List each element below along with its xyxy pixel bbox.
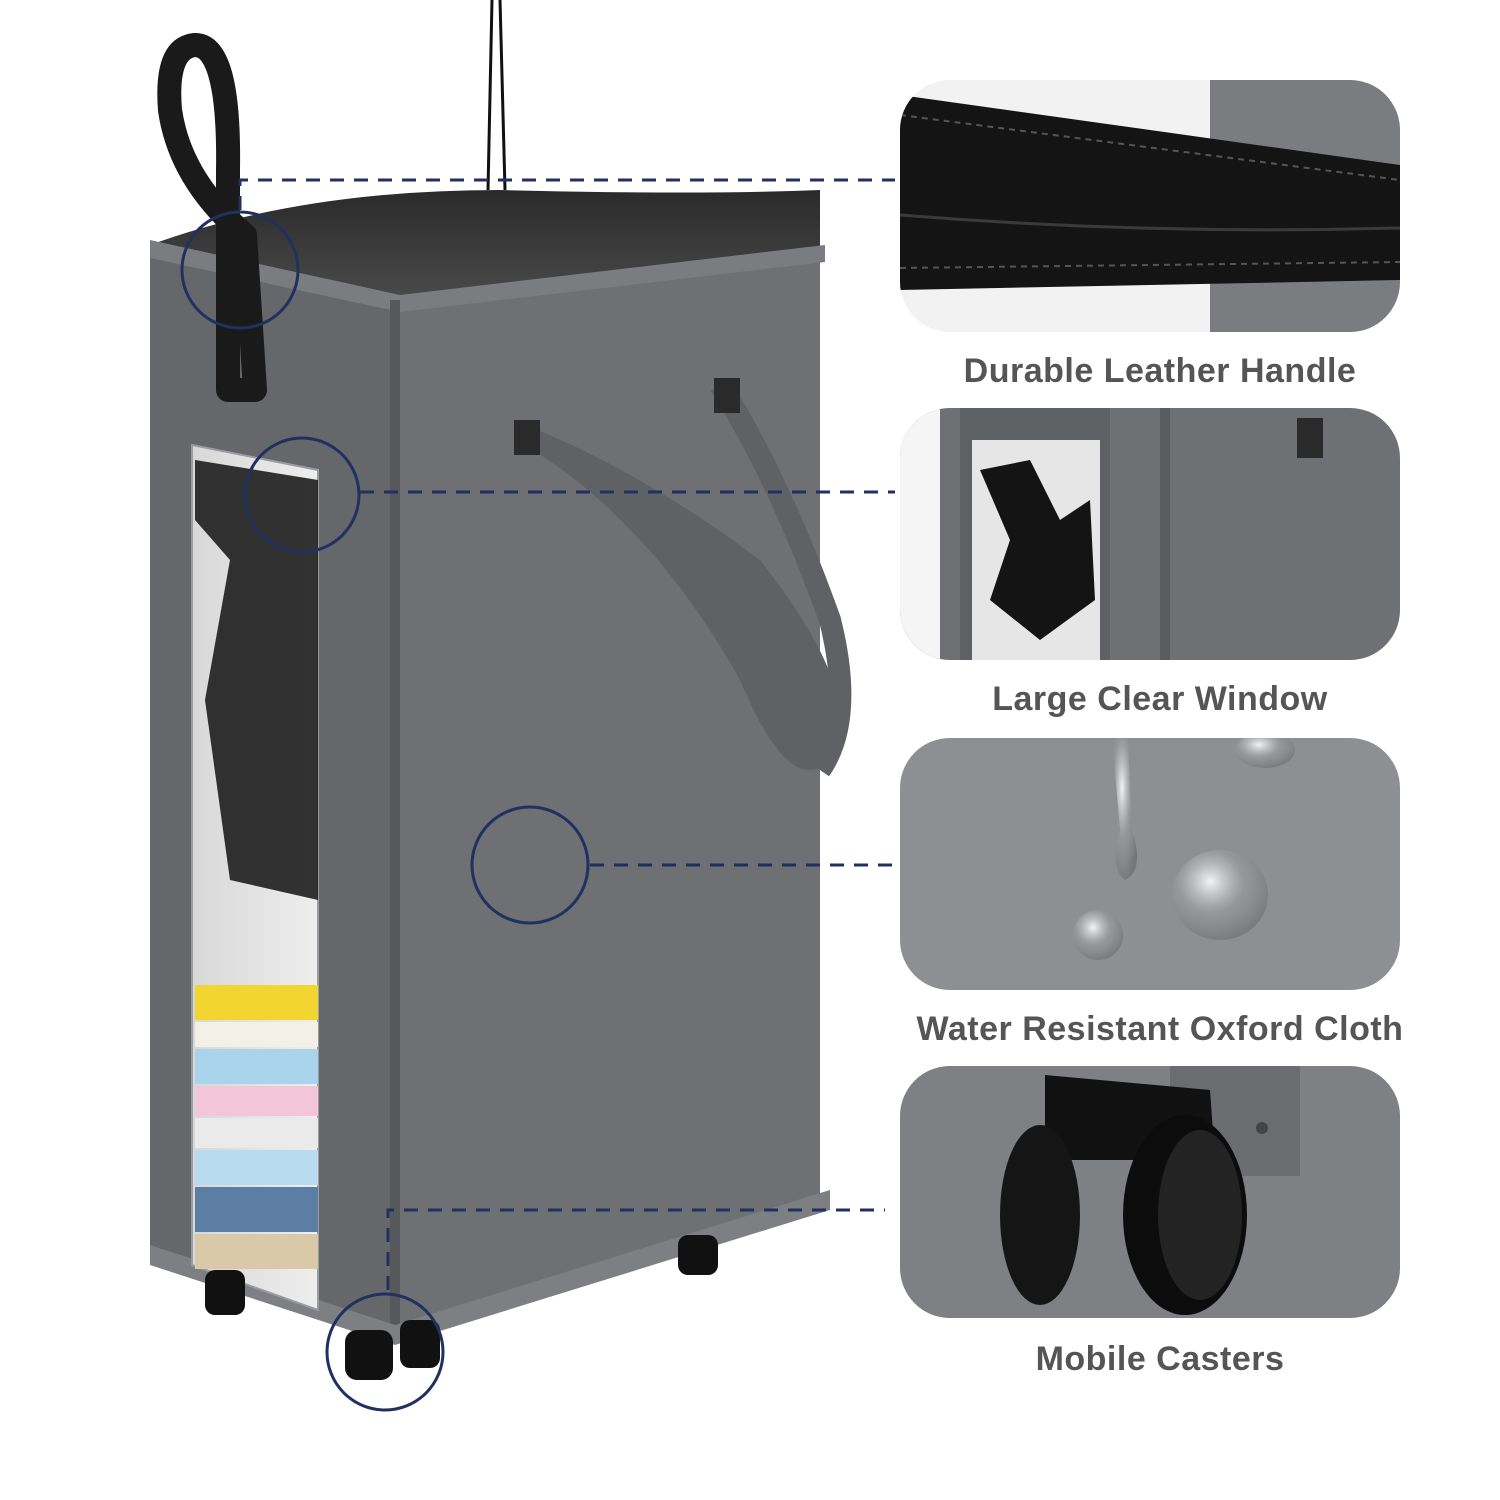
strap-anchor-closeup [1297,418,1323,458]
caster-wheel-hub [1158,1130,1242,1300]
caster-wheel [345,1330,393,1380]
leather-strap-closeup [900,95,1400,290]
caption-mobile-casters: Mobile Casters [1035,1340,1285,1378]
callout-line-handle [238,178,895,210]
water-droplet [1172,850,1268,940]
detail-panel-window [900,408,1400,660]
callout-circle-window [243,436,361,554]
folded-cloth-beige [195,1234,318,1269]
fabric-carry-strap-back [710,379,852,777]
callout-circle-handle [180,210,300,330]
fabric-carry-strap [525,425,841,770]
folded-cloth-pink [195,1086,318,1116]
detail-panel-handle [900,80,1400,332]
leather-loop-handle [157,33,267,402]
panel-background [900,738,1400,990]
drawstring-cord [498,0,507,191]
water-droplet [1073,910,1123,960]
detail-panel-cloth [900,738,1400,990]
caster-wheel [205,1270,245,1315]
strap-fold [900,213,1400,232]
folded-cloth-yellow [195,985,318,1020]
caster-wheel-back [1000,1125,1080,1305]
callout-circle-casters [325,1292,445,1412]
casters [205,1235,718,1380]
mount-screw [1256,1122,1268,1134]
laundry-hamper [150,0,852,1380]
folded-cloth-light [195,1118,318,1148]
hamper-bottom-trim [150,1190,830,1345]
panel-left-edge [900,408,940,660]
water-drip [1112,738,1138,880]
strap-stitching [900,114,1400,181]
callouts [180,178,895,1412]
caption-durable-leather-handle: Durable Leather Handle [963,352,1357,390]
drawstring-cord [486,0,494,191]
caption-water-resistant-oxford-cloth: Water Resistant Oxford Cloth [916,1010,1404,1048]
caster-wheel [678,1235,718,1275]
window-liner-closeup [980,460,1095,640]
strap-anchor [514,420,540,455]
strap-anchor [714,378,740,413]
window-liner-shadow [195,460,318,900]
water-droplet [1235,738,1295,768]
callout-line-casters [386,1208,885,1290]
detail-panel-casters [900,1066,1400,1318]
callout-circle-cloth [470,805,590,925]
folded-cloth-denim [195,1187,318,1232]
caption-large-clear-window: Large Clear Window [992,680,1328,718]
folded-cloth-white [195,1022,318,1047]
hamper-rim [150,240,825,312]
folded-cloth-blue [195,1049,318,1084]
hamper-front-face [395,250,820,1330]
panel-seam [1160,408,1170,660]
folded-cloth-lightblue [195,1150,318,1185]
caster-wheel [400,1320,440,1368]
